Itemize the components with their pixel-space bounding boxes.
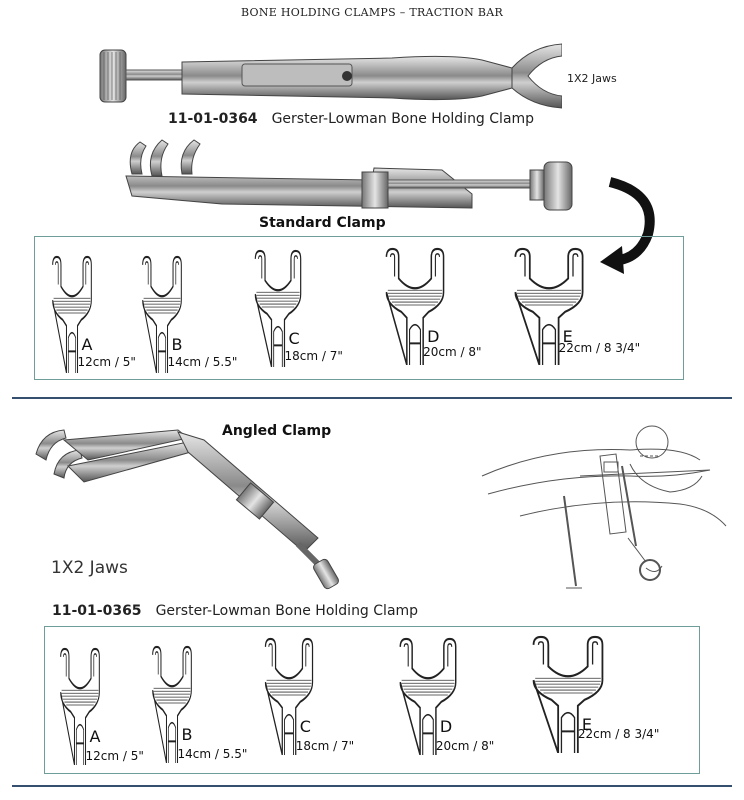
clamp-usage-diagram [481,425,727,589]
jaw-size-label: 20cm / 8" [423,345,482,359]
section-divider [12,397,732,399]
jaw-size-label: 20cm / 8" [435,739,495,753]
jaw-letter: A [81,335,93,354]
bottom-product-code: 11-01-0365 [52,603,142,619]
jaw-size-item: B 14cm / 5.5" [149,645,247,767]
jaw-shape-icon [57,647,103,765]
jaw-size-label: 14cm / 5.5" [167,355,238,369]
top-product-line: 11-01-0364 Gerster-Lowman Bone Holding Cl… [168,111,534,127]
jaw-shape-icon [149,645,195,763]
bottom-divider [12,785,732,787]
angled-jaws-box: A 12cm / 5" B 14cm / 5.5" C 18cm / 7" D 20cm / … [44,626,700,774]
page-header: BONE HOLDING CLAMPS – TRACTION BAR [240,6,504,19]
top-jaws-label: 1X2 Jaws [567,72,617,85]
jaw-letter: E [562,327,573,346]
jaw-letter: D [427,327,440,346]
jaw-shape-icon [261,637,317,755]
top-product-name: Gerster-Lowman Bone Holding Clamp [271,111,535,127]
jaw-size-label: 12cm / 5" [85,749,144,763]
jaw-letter: A [89,727,101,746]
jaw-size-label: 14cm / 5.5" [177,747,248,761]
jaw-size-item: A 12cm / 5" [57,647,144,769]
jaw-letter: B [171,335,183,354]
jaw-size-item: C 18cm / 7" [261,637,354,759]
standard-clamp-image [125,139,573,211]
jaw-size-label: 18cm / 7" [295,739,355,753]
gerster-lowman-clamp-image [99,43,562,109]
standard-clamp-label: Standard Clamp [259,215,386,231]
jaw-size-label: 12cm / 5" [77,355,136,369]
jaw-size-label: 22cm / 8 3/4" [577,727,660,741]
angled-clamp-label: Angled Clamp [222,423,332,439]
jaw-shape-icon [395,637,461,755]
bottom-product-name: Gerster-Lowman Bone Holding Clamp [155,603,419,619]
jaw-size-item: D 20cm / 8" [395,637,494,759]
angled-clamp-image [35,429,339,590]
jaw-letter: B [181,725,193,744]
curved-arrow-icon [600,177,655,274]
angled-jaws-label: 1X2 Jaws [51,558,128,578]
jaw-size-label: 18cm / 7" [284,349,343,363]
bottom-product-line: 11-01-0365 Gerster-Lowman Bone Holding Cl… [52,603,418,619]
jaw-letter: D [439,717,453,736]
jaw-letter: C [299,717,311,736]
jaw-letter: C [288,329,300,348]
jaw-size-label: 22cm / 8 3/4" [558,341,641,355]
top-product-code: 11-01-0364 [168,111,258,127]
jaw-letter: E [581,715,592,734]
